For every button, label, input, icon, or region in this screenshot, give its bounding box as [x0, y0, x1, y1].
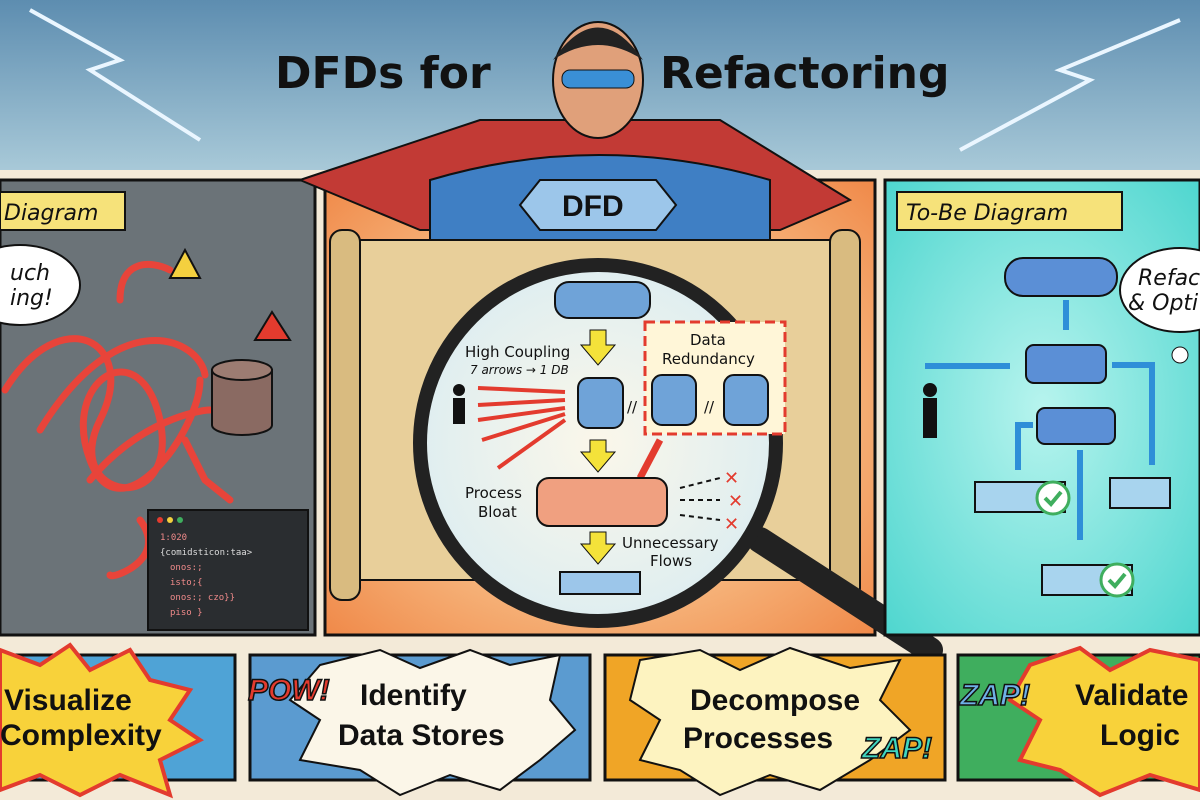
check-icon	[1035, 480, 1071, 516]
database-icon-overloaded	[211, 359, 273, 436]
svg-text:Complexity: Complexity	[0, 719, 162, 752]
svg-text://: //	[627, 398, 638, 416]
as-is-panel: Diagram uch ing! 1:020 {comidsticon:taa>…	[0, 178, 317, 637]
svg-text://: //	[704, 398, 715, 416]
flow-arrows	[925, 300, 1155, 540]
warning-icon	[253, 310, 292, 341]
svg-text:Data Stores: Data Stores	[338, 719, 505, 752]
person-icon	[923, 383, 937, 438]
svg-text:7 arrows → 1 DB: 7 arrows → 1 DB	[470, 363, 569, 377]
redundancy-arrow	[636, 438, 664, 480]
panel-label	[896, 191, 1123, 231]
banner-decompose-processes: Decompose Processes ZAP!	[603, 646, 947, 797]
svg-text:Refac: Refac	[1138, 266, 1200, 291]
warning-icon	[168, 247, 202, 279]
svg-text:Validate: Validate	[1075, 679, 1188, 712]
svg-text:Visualize: Visualize	[4, 684, 132, 717]
svg-text:High Coupling: High Coupling	[465, 343, 570, 361]
x-mark-icon: ✕✕✕	[724, 468, 743, 535]
check-icon	[1099, 562, 1135, 598]
high-coupling-arrows	[477, 386, 567, 470]
svg-text:Processes: Processes	[683, 722, 833, 755]
svg-text:Decompose: Decompose	[690, 684, 860, 717]
database-icon	[651, 374, 697, 426]
svg-text:ing!: ing!	[10, 286, 53, 311]
svg-text:✕: ✕	[724, 468, 739, 489]
svg-text:Flows: Flows	[650, 552, 692, 570]
svg-text:uch: uch	[10, 261, 50, 286]
unnecessary-flow-arrows	[679, 477, 721, 521]
svg-text:✕: ✕	[724, 514, 739, 535]
panel-label	[0, 191, 126, 231]
database-icon	[723, 374, 769, 426]
banner-validate-logic: ZAP! Validate Logic	[956, 645, 1200, 798]
svg-text:Logic: Logic	[1100, 719, 1180, 752]
lightning-bolt	[29, 8, 202, 142]
to-be-panel: To-Be Diagram Refac & Opti	[883, 178, 1200, 637]
database-icon	[577, 377, 624, 429]
svg-text:Unnecessary: Unnecessary	[622, 534, 719, 552]
pow-sfx: POW!	[248, 674, 330, 707]
thought-bubble	[1119, 247, 1200, 333]
svg-text:Process: Process	[465, 484, 522, 502]
svg-text:✕: ✕	[728, 491, 743, 512]
banner-identify-data-stores: POW! Identify Data Stores	[247, 648, 592, 797]
dfd-badge-text: DFD	[562, 190, 624, 223]
hero-panel: DFD High Coupling 7 arrows → 1 DB // Dat…	[297, 21, 943, 663]
svg-text:onos:;: onos:;	[170, 563, 203, 573]
svg-text:Redundancy: Redundancy	[662, 350, 755, 368]
lightning-bolt	[959, 18, 1181, 152]
svg-text:Identify: Identify	[360, 679, 467, 712]
banner-visualize-complexity: Visualize Complexity	[0, 642, 237, 799]
process-bloat-box	[536, 477, 668, 527]
dfd-emblem	[518, 179, 678, 231]
code-window: 1:020 {comidsticon:taa> onos:; isto;{ on…	[147, 509, 309, 631]
tangled-arrows	[1, 261, 234, 580]
svg-text:piso }: piso }	[170, 608, 203, 618]
data-store	[1109, 477, 1171, 509]
svg-text:onos:; czo}}: onos:; czo}}	[170, 593, 235, 603]
panel-label-text: Diagram	[4, 201, 98, 226]
panel-label-text: To-Be Diagram	[906, 201, 1068, 226]
svg-text:& Opti: & Opti	[1128, 291, 1198, 316]
person-icon	[453, 384, 465, 424]
title-left: DFDs for	[275, 48, 491, 99]
svg-text:1:020: 1:020	[160, 533, 187, 543]
svg-text:{comidsticon:taa>: {comidsticon:taa>	[160, 548, 253, 558]
hero-hair	[553, 27, 643, 60]
zap-sfx: ZAP!	[959, 679, 1030, 712]
zap-sfx: ZAP!	[861, 732, 932, 765]
title-right: Refactoring	[660, 48, 950, 99]
hero-mask	[561, 69, 635, 89]
svg-text:Bloat: Bloat	[478, 503, 517, 521]
svg-text:isto;{: isto;{	[170, 578, 203, 588]
thought-bubble	[0, 244, 81, 326]
svg-text:Data: Data	[690, 331, 726, 349]
